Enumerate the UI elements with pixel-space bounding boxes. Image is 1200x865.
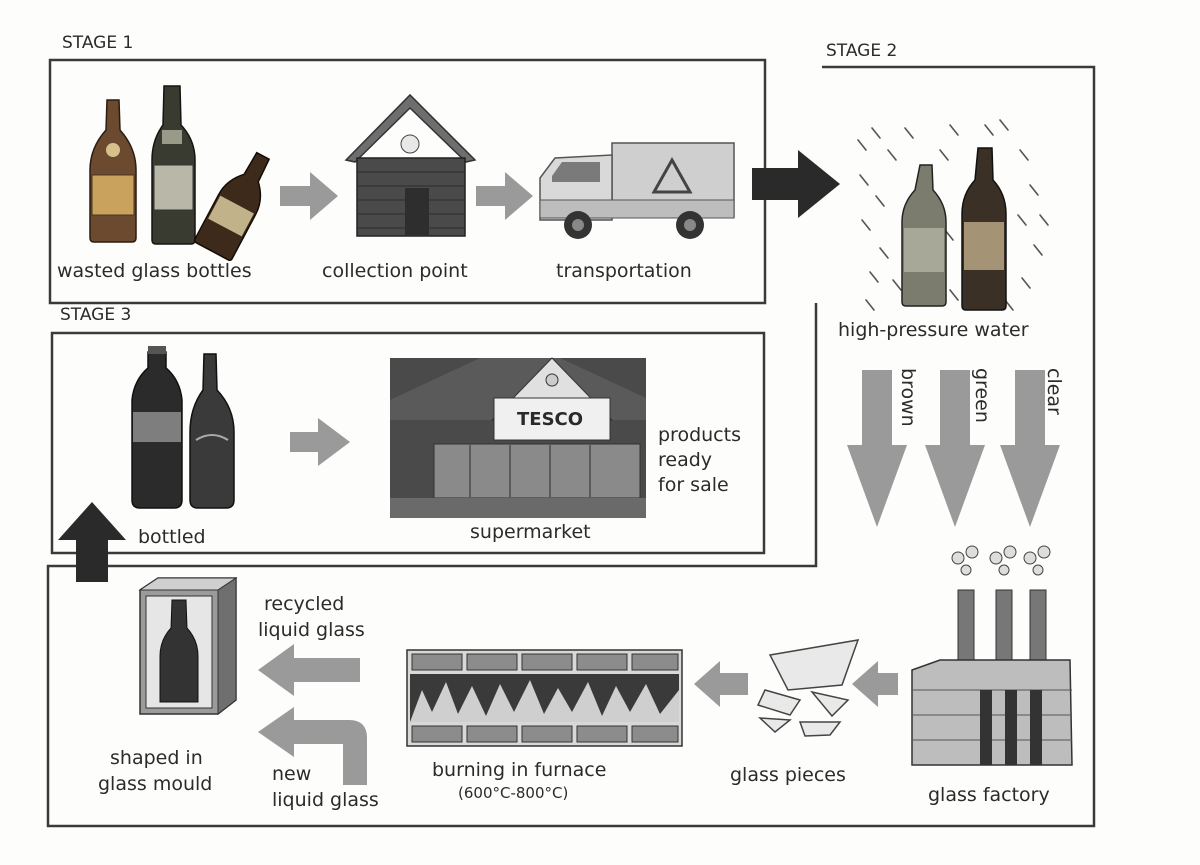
high-pressure-water-icon xyxy=(857,119,1049,311)
glass-mould-icon xyxy=(138,577,238,716)
products-ready-label-line1: products xyxy=(658,424,741,446)
shaped-in-glass-mould-label-line2: glass mould xyxy=(98,773,212,795)
supermarket-sign-text: TESCO xyxy=(517,409,583,430)
flow-arrow-collection-to-transport xyxy=(476,172,533,220)
products-ready-label-line3: for sale xyxy=(658,474,729,496)
stage2-title: STAGE 2 xyxy=(826,41,897,61)
wasted-glass-bottles-label: wasted glass bottles xyxy=(57,260,252,282)
recycled-liquid-glass-label-line1: recycled xyxy=(264,593,344,615)
new-liquid-glass-label-line2: liquid glass xyxy=(272,789,379,811)
flow-arrow-new-liquid-glass xyxy=(258,707,367,785)
furnace-icon xyxy=(406,649,683,747)
supermarket-label: supermarket xyxy=(470,521,591,543)
transportation-label: transportation xyxy=(556,260,692,282)
high-pressure-water-label: high-pressure water xyxy=(838,319,1029,341)
bottled-label: bottled xyxy=(138,526,206,548)
sort-arrow-green xyxy=(925,370,985,527)
stage3-frame xyxy=(50,331,766,555)
supermarket-store-icon xyxy=(390,357,646,518)
glass-pieces-icon xyxy=(756,639,860,737)
glass-pieces-label: glass pieces xyxy=(730,764,846,786)
products-ready-label-line2: ready xyxy=(658,449,712,471)
glass-factory-icon xyxy=(911,545,1073,766)
bottled-drinks-icon xyxy=(131,346,235,509)
stage1-title: STAGE 1 xyxy=(62,33,133,53)
flow-arrow-pieces-to-furnace xyxy=(694,661,748,707)
flow-arrow-bottled-to-supermarket xyxy=(290,418,350,466)
flow-arrow-mould-to-stage3 xyxy=(58,502,126,582)
flow-arrow-stage1-to-stage2 xyxy=(752,150,840,218)
recycled-liquid-glass-label-line2: liquid glass xyxy=(258,619,365,641)
collection-point-label: collection point xyxy=(322,260,468,282)
sort-arrow-clear xyxy=(1000,370,1060,527)
flow-arrow-factory-to-pieces xyxy=(852,661,898,707)
burning-in-furnace-label: burning in furnace xyxy=(432,759,606,781)
flow-arrow-bottles-to-collection xyxy=(280,172,338,220)
sort-arrow-brown xyxy=(847,370,907,527)
new-liquid-glass-label-line1: new xyxy=(272,763,311,785)
stage2-frame xyxy=(46,65,1096,828)
sort-label-green: green xyxy=(971,368,993,423)
stage3-title: STAGE 3 xyxy=(60,305,131,325)
glass-factory-label: glass factory xyxy=(928,784,1050,806)
shaped-in-glass-mould-label-line1: shaped in xyxy=(110,747,203,769)
collection-point-hut-icon xyxy=(344,93,477,237)
flow-arrow-recycled-liquid-glass xyxy=(258,644,360,696)
sort-label-brown: brown xyxy=(897,368,919,427)
sort-label-clear: clear xyxy=(1043,368,1065,415)
furnace-temperature-label: (600°C-800°C) xyxy=(458,784,568,802)
wasted-glass-bottles-icon xyxy=(89,85,271,262)
transport-truck-icon xyxy=(539,142,735,239)
